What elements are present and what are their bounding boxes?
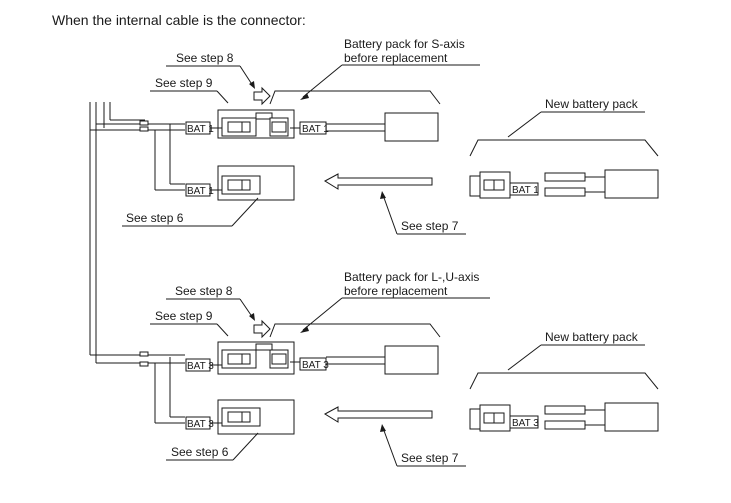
step9-label: See step 9 [155, 76, 213, 90]
connector-outline-lower [217, 399, 295, 435]
new-battery-pack [604, 169, 659, 199]
connector-tag-upper: BAT 3 [187, 361, 214, 372]
step8-label: See step 8 [175, 284, 233, 298]
insert-arrow-icon [253, 319, 271, 339]
step7-label: See step 7 [401, 219, 459, 233]
replace-arrow-icon [323, 406, 433, 423]
replace-arrow-icon [323, 173, 433, 190]
step9-label: See step 9 [155, 309, 213, 323]
step6-label: See step 6 [126, 211, 184, 225]
connector-outline [217, 341, 295, 375]
step6-label: See step 6 [171, 445, 229, 459]
connector-tag-battery: BAT 1 [302, 124, 329, 135]
connector-latch [255, 112, 273, 120]
connector-tag-spare: BAT 1 [187, 186, 214, 197]
section-lu-axis: Battery pack for L-,U-axis before replac… [90, 270, 659, 467]
page-heading: When the internal cable is the connector… [52, 12, 306, 28]
new-connector-tag: BAT 1 [512, 185, 539, 196]
connector-latch [255, 343, 273, 351]
old-battery-pack [384, 345, 439, 375]
new-connector-tag: BAT 3 [512, 418, 539, 429]
connector-tag-upper: BAT 1 [187, 124, 214, 135]
connector-tag-spare: BAT 3 [187, 419, 214, 430]
connector-tag-battery: BAT 3 [302, 360, 329, 371]
new-battery-pack-label: New battery pack [545, 97, 639, 111]
connector-outline [217, 109, 295, 139]
step8-label: See step 8 [176, 51, 234, 65]
new-battery-pack-label: New battery pack [545, 330, 639, 344]
step7-label: See step 7 [401, 451, 459, 465]
old-battery-pack [384, 112, 439, 142]
main-cable [89, 102, 97, 363]
battery-pack-label-line1: Battery pack for S-axis [344, 37, 465, 51]
battery-pack-label-line1: Battery pack for L-,U-axis [344, 270, 479, 284]
new-battery-pack [604, 402, 659, 432]
insert-arrow-icon [253, 86, 271, 106]
section-s-axis: Battery pack for S-axis before replaceme… [90, 37, 659, 235]
battery-pack-label-line2: before replacement [344, 51, 448, 65]
battery-pack-label-line2: before replacement [344, 284, 448, 298]
